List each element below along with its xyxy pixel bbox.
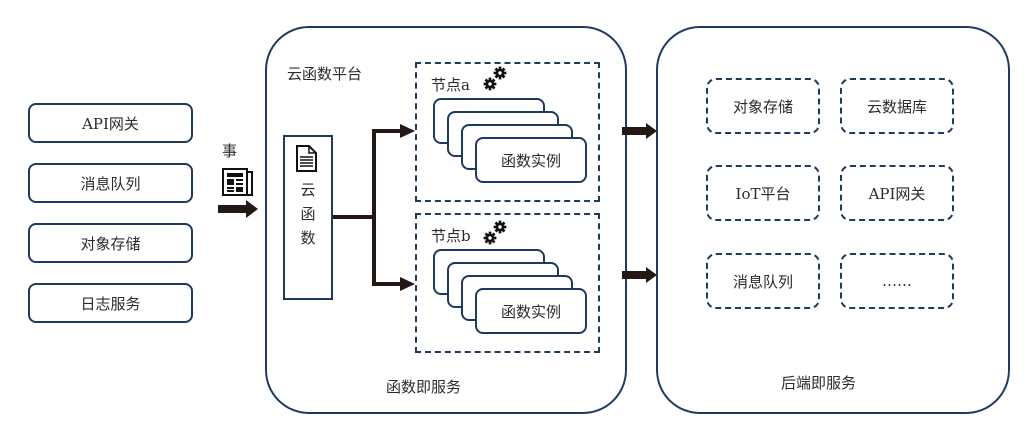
node-b-label: 节点b (431, 227, 471, 245)
function-instance-a: 函数实例 (475, 137, 587, 183)
service-more: …… (840, 253, 954, 309)
faas-footer-label: 函数即服务 (386, 378, 462, 396)
instance-label: 函数实例 (500, 151, 561, 170)
service-label: …… (882, 272, 912, 290)
baas-footer-label: 后端即服务 (781, 374, 857, 392)
cloud-function-char: 云 (300, 181, 316, 199)
gears-icon (483, 220, 507, 245)
service-label: 消息队列 (732, 272, 793, 291)
cloud-function-char: 函 (300, 205, 316, 223)
event-source-label: 对象存储 (80, 234, 141, 253)
service-label: API网关 (868, 184, 926, 203)
service-api-gateway: API网关 (840, 165, 954, 221)
event-label: 事 (222, 142, 238, 160)
faas-to-baas-arrows (622, 123, 657, 283)
cloud-function-label: 云 函 数 (283, 178, 333, 250)
event-source-api-gateway: API网关 (28, 103, 193, 143)
service-object-storage: 对象存储 (706, 78, 820, 134)
platform-label: 云函数平台 (287, 65, 363, 83)
function-instance-b: 函数实例 (475, 288, 587, 334)
event-source-label: 消息队列 (80, 174, 141, 193)
service-label: 对象存储 (732, 97, 793, 116)
service-message-queue: 消息队列 (706, 253, 820, 309)
event-arrow (218, 200, 258, 218)
event-source-object-storage: 对象存储 (28, 223, 193, 263)
service-label: IoT平台 (735, 184, 791, 203)
document-icon (296, 145, 317, 172)
service-iot-platform: IoT平台 (706, 165, 820, 221)
event-source-message-queue: 消息队列 (28, 163, 193, 203)
cloud-function-box (283, 135, 333, 300)
arrowhead (400, 277, 415, 291)
service-cloud-database: 云数据库 (840, 78, 954, 134)
instance-label: 函数实例 (500, 302, 561, 321)
event-source-label: API网关 (82, 114, 139, 133)
gears-icon (483, 66, 507, 91)
service-label: 云数据库 (866, 97, 927, 116)
cloud-function-char: 数 (300, 229, 316, 247)
function-to-nodes-arrow (333, 129, 402, 286)
newspaper-icon (222, 168, 253, 196)
event-source-label: 日志服务 (80, 294, 141, 313)
arrowhead (400, 124, 415, 138)
node-a-label: 节点a (431, 76, 470, 94)
event-source-log-service: 日志服务 (28, 283, 193, 323)
